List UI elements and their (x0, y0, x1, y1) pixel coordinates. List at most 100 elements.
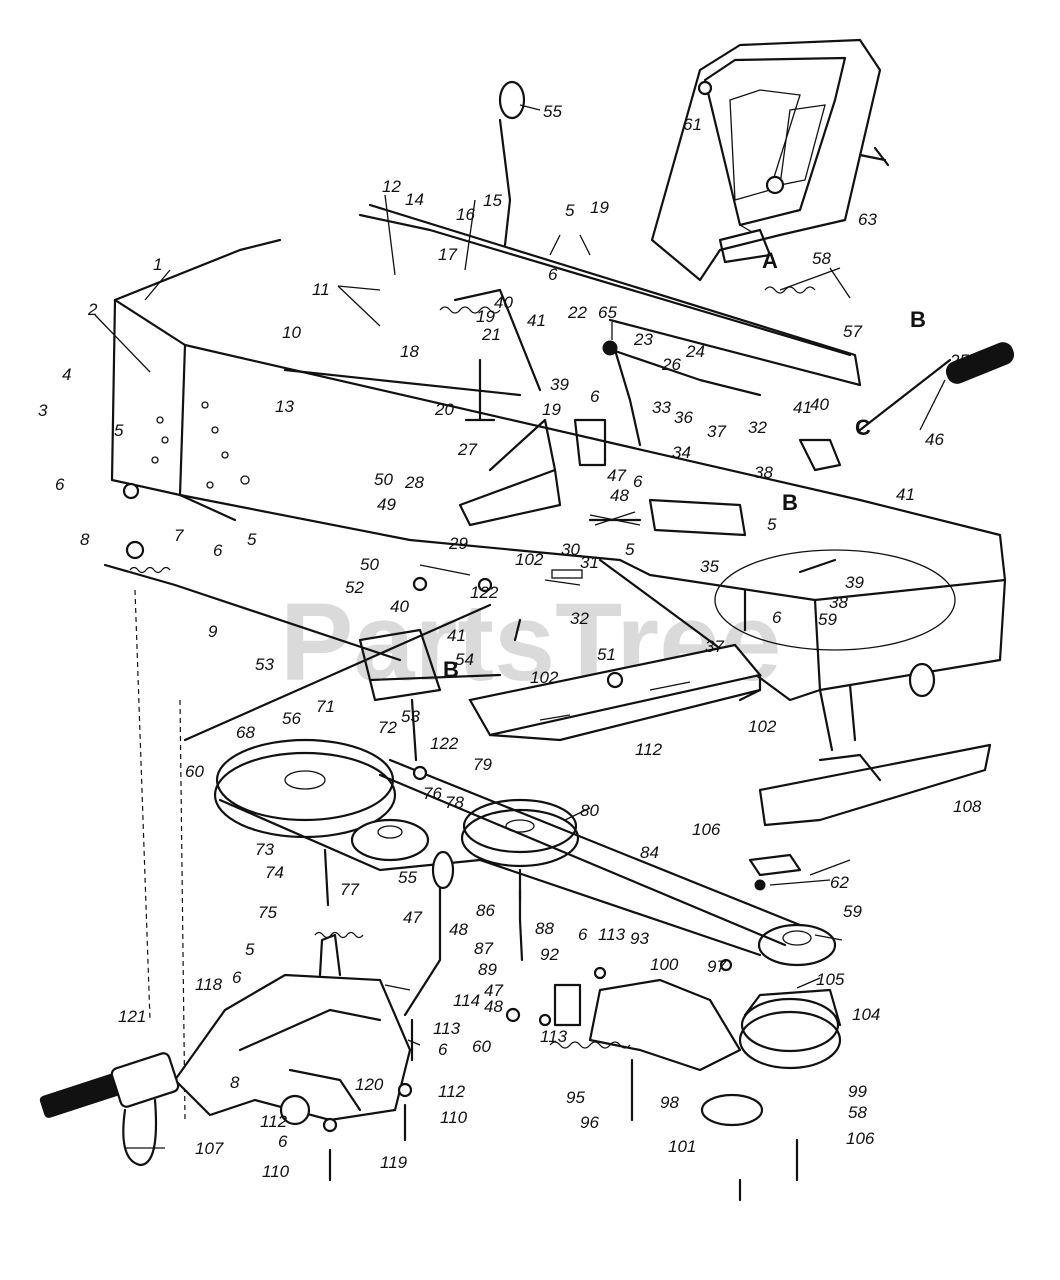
callout-41-right: 39 (845, 573, 864, 592)
callout-82: 87 (474, 939, 493, 958)
callout-49-top: 50 (374, 470, 393, 489)
callout-107-a: 112 (438, 1082, 466, 1101)
callout-38: 38 (754, 463, 773, 482)
callout-28: 28 (404, 473, 424, 492)
callout-59-low: 58 (848, 1103, 867, 1122)
pulley-system (213, 738, 842, 1127)
callout-36: 36 (674, 408, 693, 427)
callout-6-c: 6 (633, 472, 643, 491)
callout-86: 92 (540, 945, 559, 964)
callout-105-a: 110 (440, 1108, 468, 1127)
dashboard-panel (650, 38, 890, 282)
callout-10: 10 (282, 323, 301, 342)
ref-letter-a: A (762, 248, 778, 273)
callout-61: 60 (472, 1037, 491, 1056)
callout-15: 15 (483, 191, 502, 210)
callout-33: 33 (652, 398, 671, 417)
callout-111: 119 (380, 1153, 408, 1172)
callout-19-mid: 19 (476, 307, 495, 326)
callout-5-d: 5 (625, 540, 635, 559)
callout-109-a: 113 (598, 925, 626, 944)
callout-7: 7 (174, 526, 184, 545)
cable (103, 563, 402, 1121)
callout-88: 96 (580, 1113, 599, 1132)
callout-31: 31 (580, 553, 599, 572)
callout-81: 86 (476, 901, 495, 920)
callout-78: 80 (580, 801, 599, 820)
callout-16: 16 (456, 205, 475, 224)
ref-letter-b-mid: B (782, 490, 798, 515)
callout-105-b: 110 (262, 1162, 290, 1181)
callout-106: 112 (635, 740, 663, 759)
callout-104: 107 (195, 1139, 224, 1158)
callout-17: 17 (438, 245, 457, 264)
callout-32-top: 32 (748, 418, 767, 437)
brake-brackets (458, 418, 842, 537)
callout-48: 49 (377, 495, 396, 514)
callout-26: 26 (661, 355, 681, 374)
callout-75: 76 (423, 784, 442, 803)
callout-3: 3 (38, 401, 48, 420)
callout-56: 56 (282, 709, 301, 728)
callout-79: 79 (473, 755, 492, 774)
ref-letter-c: C (855, 415, 871, 440)
callout-5-b: 5 (247, 530, 257, 549)
callout-14: 14 (405, 190, 424, 209)
callout-5-trans: 5 (245, 940, 255, 959)
callout-50: 53 (255, 655, 274, 674)
callout-66: 63 (858, 210, 877, 229)
callout-107-b: 112 (260, 1112, 288, 1131)
callout-32-mid: 32 (570, 609, 589, 628)
callout-37: 37 (707, 422, 726, 441)
callout-41-top: 39 (550, 375, 569, 394)
callout-58: 59 (818, 610, 837, 629)
callout-5-left: 5 (114, 421, 124, 440)
callout-1: 1 (153, 255, 162, 274)
callout-101: 106 (692, 820, 721, 839)
reference-letters: A B C B B (443, 248, 926, 682)
callout-68: 65 (598, 303, 617, 322)
callout-29: 29 (448, 534, 468, 553)
callout-44-right: 41 (793, 398, 812, 417)
callout-46-low: 47 (403, 908, 422, 927)
callout-30: 30 (561, 540, 580, 559)
callout-83: 88 (535, 919, 554, 938)
callout-84: 89 (478, 960, 497, 979)
callout-55: 55 (543, 102, 562, 121)
callout-6-bot: 6 (278, 1132, 288, 1151)
callout-13: 13 (275, 397, 294, 416)
callout-65: 62 (830, 873, 849, 892)
callout-21: 21 (481, 325, 501, 344)
callout-6-tr: 6 (438, 1040, 448, 1059)
callout-109-b: 113 (433, 1019, 461, 1038)
callout-12: 12 (382, 177, 401, 196)
callout-71: 72 (378, 718, 397, 737)
callout-35: 35 (700, 557, 719, 576)
callout-109-c: 113 (540, 1027, 568, 1046)
callout-108: 114 (453, 991, 480, 1010)
callout-114-b: 122 (430, 734, 459, 753)
callout-5-top: 5 (565, 201, 575, 220)
callout-23: 23 (633, 330, 653, 349)
callout-47-low: 48 (449, 920, 468, 939)
callout-54: 54 (455, 650, 474, 669)
callout-99: 104 (852, 1005, 880, 1024)
callout-98-c: 102 (748, 717, 777, 736)
callout-49: 50 (360, 555, 379, 574)
ref-letter-b-low: B (443, 657, 459, 682)
callout-44-mid: 41 (447, 626, 466, 645)
callout-87: 93 (630, 929, 649, 948)
mounting-plate (468, 643, 763, 742)
callout-6-trans: 6 (232, 968, 242, 987)
callout-45: 46 (925, 430, 944, 449)
callout-6-m: 6 (578, 925, 588, 944)
callout-24: 24 (685, 342, 705, 361)
main-frame (110, 203, 1007, 752)
callout-93: 98 (660, 1093, 679, 1112)
callout-53: 52 (345, 578, 364, 597)
callout-47-b: 48 (484, 997, 503, 1016)
callout-34: 34 (672, 443, 691, 462)
callout-113: 121 (118, 1007, 146, 1026)
part-callout-labels: 55 61 63 15 12 14 16 5 19 6 17 1 11 19 2… (38, 102, 982, 1181)
